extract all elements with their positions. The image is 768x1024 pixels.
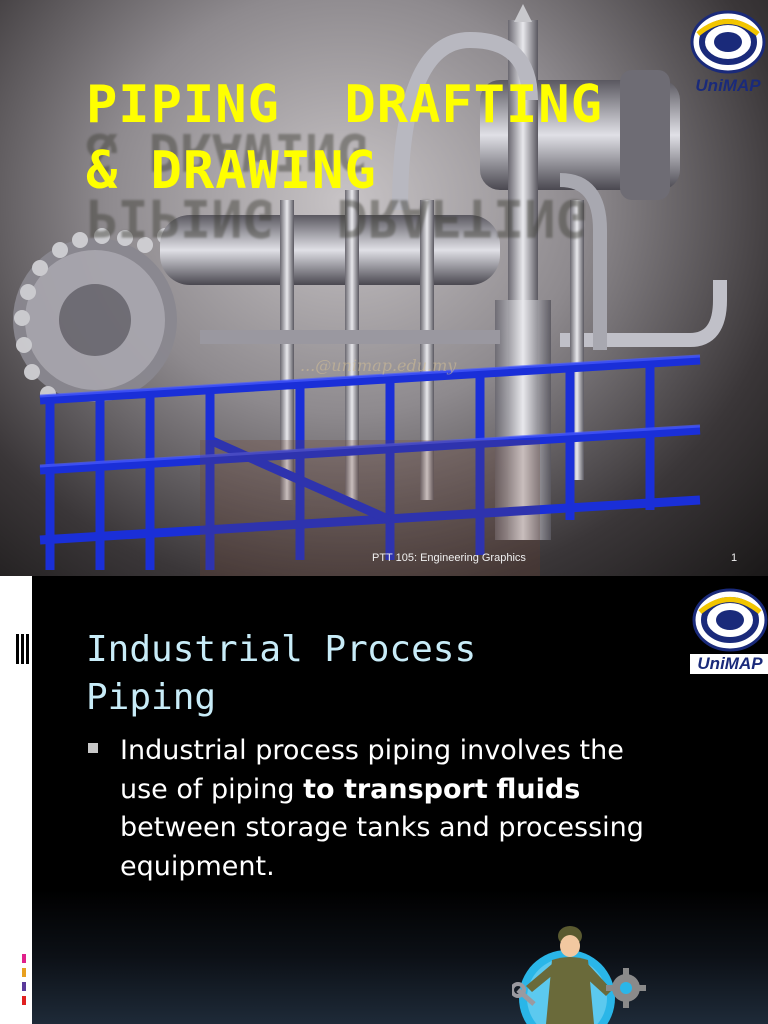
slide-heading: Industrial Process Piping <box>86 626 476 722</box>
title-line-2: & DRAWING <box>86 141 377 201</box>
unimap-logo-icon: UniMAP <box>690 582 768 674</box>
piping-render-image <box>13 4 727 576</box>
bullet-bold-1: to transport <box>303 773 488 805</box>
page-number: 1 <box>731 552 738 564</box>
heading-line-2: Piping <box>86 677 217 718</box>
logo-label: UniMAP <box>695 76 761 95</box>
slide-sidebar <box>0 576 32 1024</box>
bullet-text-part-2: between storage tanks and processing equ… <box>120 812 644 882</box>
heading-line-1: Industrial Process <box>86 629 477 670</box>
gear-wheel <box>13 228 177 402</box>
bullet-text-part-1: Industrial process piping involves the u… <box>120 735 624 805</box>
slide-footer: PTT 105: Engineering Graphics <box>372 552 526 564</box>
mechanic-clipart-icon <box>512 926 646 1024</box>
slide-1: PIPING DRAFTING & DRAWING PIPING DRAFTIN… <box>0 0 768 576</box>
logo-label: UniMAP <box>690 654 768 674</box>
slide-title: PIPING DRAFTING & DRAWING <box>86 72 603 204</box>
unimap-logo-icon: UniMAP <box>688 4 768 96</box>
bullet-text: Industrial process piping involves the u… <box>120 732 680 886</box>
bullet-square-icon <box>88 743 98 753</box>
title-line-1: PIPING DRAFTING <box>86 75 603 135</box>
bullet-bold-2: fluids <box>496 773 581 805</box>
author-email: ...@unimap.edu.my <box>300 356 457 375</box>
slide-2: UniMAP Industrial Process Piping Industr… <box>0 576 768 1024</box>
sidebar-marker <box>16 634 30 664</box>
